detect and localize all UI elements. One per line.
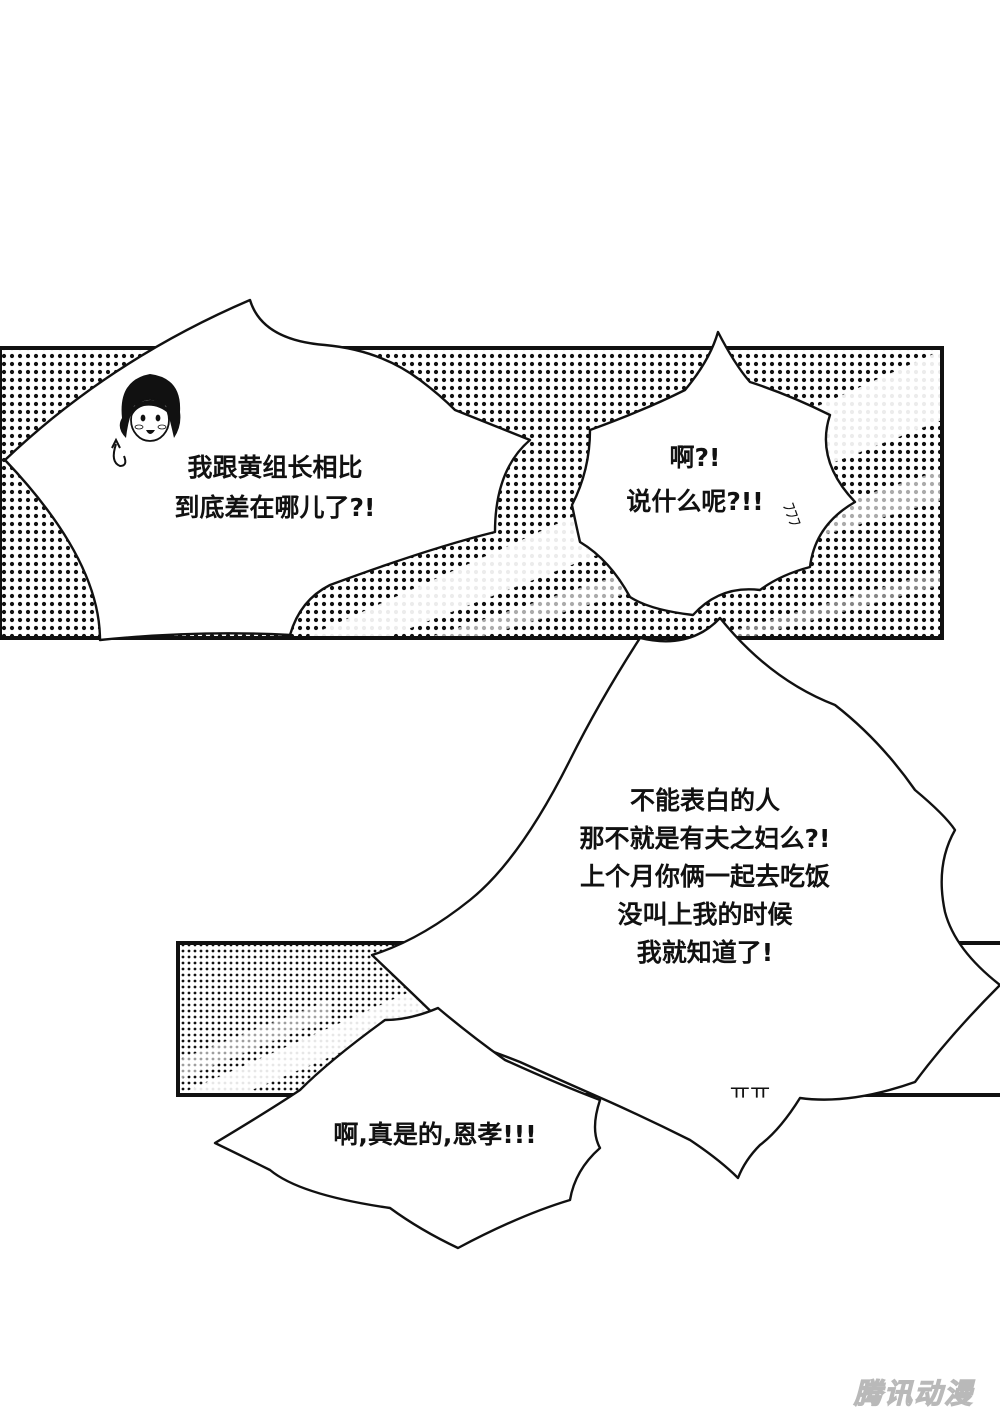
speech-bubble-burst-3 [370,616,1000,1180]
sfx-tears: ㅠㅠ [729,1080,771,1105]
bubble-1-line: 我跟黄组长相比 [187,453,363,482]
bubble-3-line: 那不就是有夫之妇么?! [579,824,831,853]
bubble-text-3: 不能表白的人 那不就是有夫之妇么?! 上个月你俩一起去吃饭 没叫上我的时候 我就… [530,782,880,972]
bubble-3-line: 不能表白的人 [629,786,780,815]
bubble-text-1: 我跟黄组长相比 到底差在哪儿了?! [135,448,415,528]
bubble-text-2: 啊?! 说什么呢?!! [600,436,790,524]
bubble-3-line: 我就知道了! [636,938,774,967]
bubble-2-line: 说什么呢?!! [626,486,764,516]
bubble-3-line: 上个月你俩一起去吃饭 [579,862,830,891]
chibi-face-icon [111,374,181,468]
speech-bubble-burst-4 [213,1006,602,1250]
bubble-text-4: 啊,真是的,恩孝!!! [285,1115,585,1155]
bubble-1-line: 到底差在哪儿了?! [174,493,376,522]
bubble-4-line: 啊,真是的,恩孝!!! [333,1120,537,1149]
watermark-logo: 腾讯动漫 [853,1376,974,1410]
speech-bubble-burst-2 [570,330,857,617]
bubble-3-line: 没叫上我的时候 [617,900,793,929]
bubble-2-line: 啊?! [669,443,721,472]
